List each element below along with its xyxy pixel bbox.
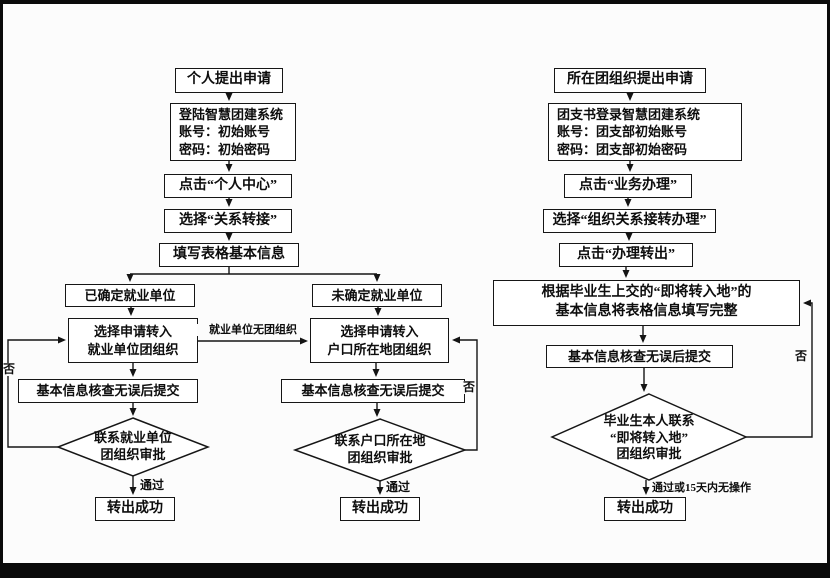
decision-destination-approval-line3: 团组织审批 <box>616 446 682 462</box>
decision-employer-approval-line1: 联系就业单位 <box>93 430 172 446</box>
label-employer-no-org: 就业单位无团组织 <box>197 324 309 337</box>
decision-destination-approval-line2: “即将转入地” <box>609 429 688 445</box>
decision-destination-approval-shape <box>550 393 748 481</box>
node-login-branch-line3: 密码：团支部初始密码 <box>557 141 688 157</box>
node-login-branch: 团支书登录智慧团建系统 账号：团支部初始账号 密码：团支部初始密码 <box>548 103 742 161</box>
node-fill-transfer-info-line2: 基本信息将表格信息填写完整 <box>555 304 738 319</box>
node-fill-transfer-info: 根据毕业生上交的“即将转入地”的 基本信息将表格信息填写完整 <box>493 280 800 326</box>
node-success-employer: 转出成功 <box>95 497 175 521</box>
frame-edge-left <box>0 0 3 578</box>
decision-employer-approval-shape <box>55 417 211 477</box>
decision-household-approval-line1: 联系户口所在地 <box>334 433 426 449</box>
frame-edge-right <box>827 0 830 578</box>
node-transfer-to-household-line2: 户口所在地团组织 <box>327 341 432 357</box>
node-select-relation-transfer: 选择“关系转接” <box>164 209 292 233</box>
node-click-transfer-out: 点击“办理转出” <box>559 243 693 267</box>
node-personal-apply: 个人提出申请 <box>175 68 283 93</box>
node-login-branch-line1: 团支书登录智慧团建系统 <box>557 106 701 122</box>
node-click-business: 点击“业务办理” <box>564 174 692 198</box>
label-pass-employer: 通过 <box>139 478 166 493</box>
decision-household-approval-line2: 团组织审批 <box>347 450 413 465</box>
decision-household-approval-shape <box>292 418 468 482</box>
label-pass-org-chart: 通过或15天内无操作 <box>651 482 752 495</box>
label-no-household: 否 <box>462 380 477 395</box>
label-pass-household: 通过 <box>385 480 412 495</box>
node-success-household: 转出成功 <box>340 497 420 521</box>
decision-destination-approval-line1: 毕业生本人联系 <box>603 412 695 428</box>
node-fill-form: 填写表格基本信息 <box>159 243 299 267</box>
decision-destination-approval: 毕业生本人联系 “即将转入地” 团组织审批 <box>560 409 738 467</box>
decision-household-approval: 联系户口所在地 团组织审批 <box>300 424 460 476</box>
decision-employer-approval-line2: 团组织审批 <box>100 447 166 462</box>
node-login-personal-line2: 账号：初始账号 <box>179 124 271 140</box>
node-check-submit-employer: 基本信息核查无误后提交 <box>18 379 198 403</box>
node-transfer-to-employer: 选择申请转入 就业单位团组织 <box>68 318 198 363</box>
node-transfer-to-household: 选择申请转入 户口所在地团组织 <box>310 318 449 363</box>
node-employer-confirmed: 已确定就业单位 <box>65 284 195 307</box>
node-success-org: 转出成功 <box>604 497 686 521</box>
node-login-branch-line2: 账号：团支部初始账号 <box>557 124 688 140</box>
node-transfer-to-employer-line2: 就业单位团组织 <box>87 341 179 357</box>
node-login-personal-line1: 登陆智慧团建系统 <box>179 106 284 122</box>
frame-edge-bottom <box>0 563 830 578</box>
node-employer-unconfirmed: 未确定就业单位 <box>312 284 442 307</box>
frame-edge-top <box>0 0 830 4</box>
node-login-personal-line3: 密码：初始密码 <box>179 141 271 157</box>
node-transfer-to-household-line1: 选择申请转入 <box>340 323 419 339</box>
node-select-org-transfer: 选择“组织关系接转办理” <box>543 209 716 233</box>
node-check-submit-household: 基本信息核查无误后提交 <box>281 379 465 403</box>
node-transfer-to-employer-line1: 选择申请转入 <box>93 323 172 339</box>
label-no-org-chart: 否 <box>794 349 809 364</box>
node-click-personal-center: 点击“个人中心” <box>164 174 292 198</box>
label-no-employer: 否 <box>2 362 17 377</box>
node-fill-transfer-info-line1: 根据毕业生上交的“即将转入地”的 <box>541 285 752 301</box>
node-check-submit-org: 基本信息核查无误后提交 <box>546 345 733 368</box>
node-login-personal: 登陆智慧团建系统 账号：初始账号 密码：初始密码 <box>170 103 296 161</box>
decision-employer-approval: 联系就业单位 团组织审批 <box>63 421 203 473</box>
node-org-apply: 所在团组织提出申请 <box>554 68 706 93</box>
